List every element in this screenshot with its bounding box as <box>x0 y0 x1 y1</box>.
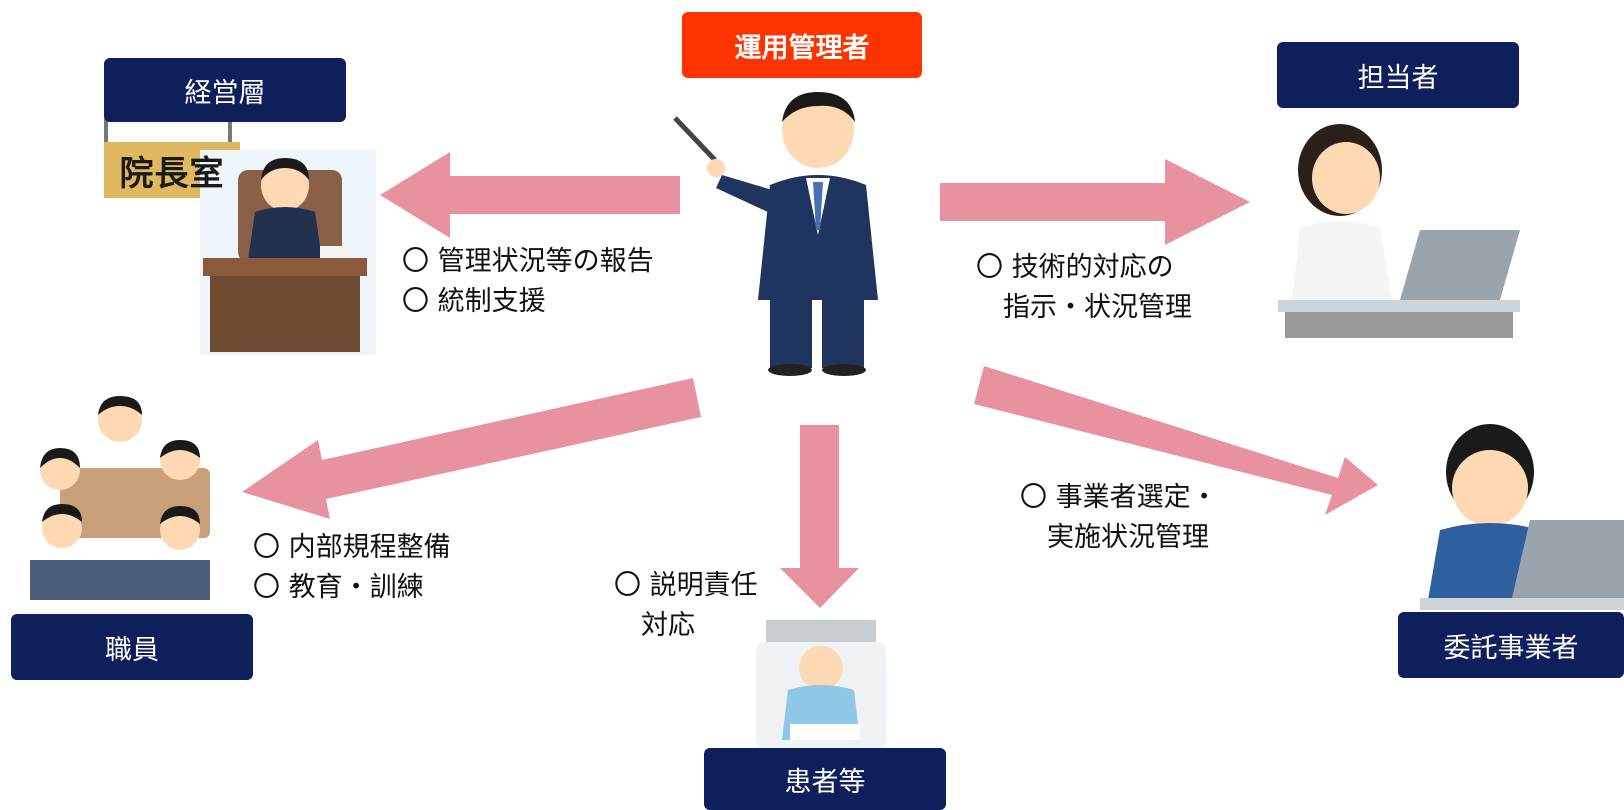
contractor-note-line-1: 〇 事業者選定・ <box>1020 482 1218 513</box>
arrow-to-patients <box>780 425 859 608</box>
admin-label: 運用管理者 <box>682 12 922 78</box>
staff-in-charge-illustration <box>1278 124 1520 338</box>
employees-label: 職員 <box>11 614 253 680</box>
contractor-note-line-2: 実施状況管理 <box>1020 522 1209 553</box>
employees-illustration <box>30 396 210 600</box>
room-sign: 院長室 <box>119 153 225 194</box>
contractor-illustration <box>1420 424 1624 610</box>
patients-note-line-1: 〇 説明責任 <box>614 570 758 601</box>
arrow-to-staff-in-charge <box>940 159 1250 245</box>
patients-note-line-2: 対応 <box>614 610 695 641</box>
staff-in-charge-note-line-2: 指示・状況管理 <box>976 292 1192 323</box>
staff-in-charge-note: 〇 技術的対応の 指示・状況管理 <box>976 248 1192 328</box>
contractor-note: 〇 事業者選定・ 実施状況管理 <box>1020 478 1218 558</box>
employees-note-line-2: 〇 教育・訓練 <box>253 572 424 603</box>
patients-note: 〇 説明責任 対応 <box>614 566 758 646</box>
patients-illustration <box>756 620 886 750</box>
patients-label: 患者等 <box>704 748 946 810</box>
arrow-to-employees <box>242 378 701 519</box>
arrow-to-management <box>380 152 680 238</box>
management-illustration <box>104 118 376 355</box>
staff-in-charge-note-line-1: 〇 技術的対応の <box>976 252 1174 283</box>
arrow-to-contractor <box>974 366 1378 515</box>
management-note: 〇 管理状況等の報告 〇 統制支援 <box>402 242 654 322</box>
admin-presenter-illustration <box>673 92 878 376</box>
contractor-label: 委託事業者 <box>1398 612 1624 678</box>
management-label: 経営層 <box>104 58 346 122</box>
staff-in-charge-label: 担当者 <box>1277 42 1519 108</box>
employees-note: 〇 内部規程整備 〇 教育・訓練 <box>253 528 451 608</box>
management-note-line-2: 〇 統制支援 <box>402 286 546 317</box>
management-note-line-1: 〇 管理状況等の報告 <box>402 246 654 277</box>
employees-note-line-1: 〇 内部規程整備 <box>253 532 451 563</box>
